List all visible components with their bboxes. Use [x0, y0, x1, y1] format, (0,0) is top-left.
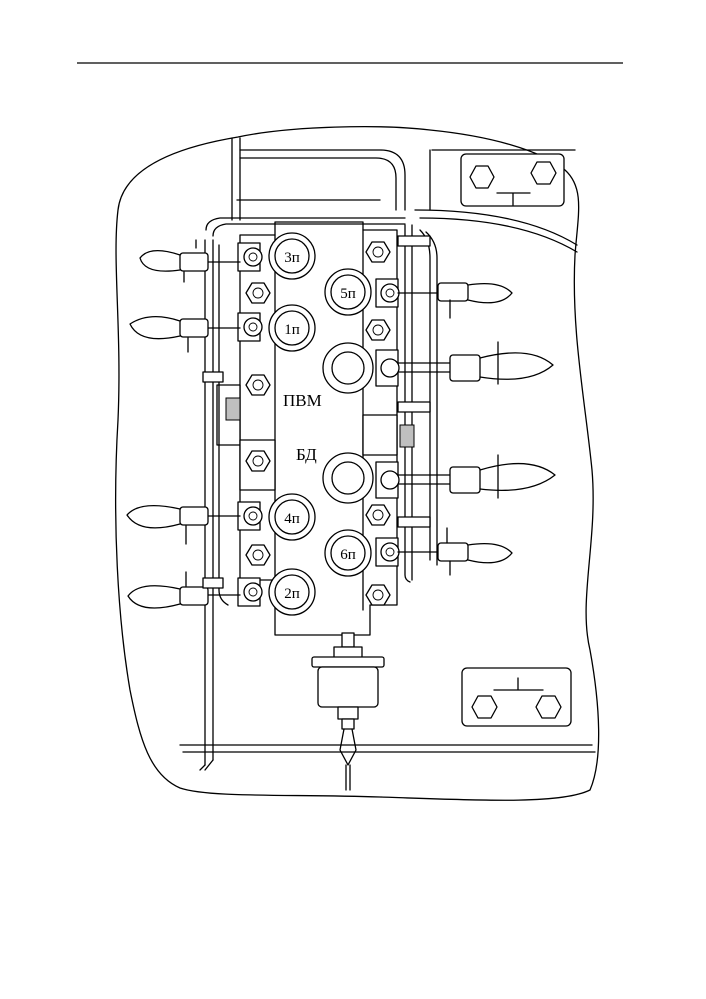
connector-3p: [139, 239, 263, 283]
connector-5p: [375, 278, 513, 319]
label-pvm: ПВМ: [283, 391, 322, 410]
valve-3p: 3п: [268, 232, 316, 280]
hex-bolt-icon: [365, 319, 391, 341]
hex-bolt-icon: [365, 504, 391, 526]
wire-clamps: [202, 235, 431, 589]
valve-2p: 2п: [268, 568, 316, 616]
connector-2p: [127, 571, 263, 609]
hex-bolt-icon: [245, 544, 271, 566]
valve-4p: 4п: [268, 493, 316, 541]
valve-6p: 6п: [324, 529, 372, 577]
connector-middle-lower: [375, 454, 556, 499]
valve-5p-label: 5п: [340, 286, 356, 302]
frame-lines: [179, 137, 596, 753]
connector-6p: [375, 527, 513, 576]
right-connectors: [375, 278, 556, 576]
valve-unlabeled-lower: [322, 452, 374, 504]
hex-bolt-icon: [245, 282, 271, 304]
valve-5p: 5п: [324, 268, 372, 316]
connector-4p: [126, 501, 263, 545]
mounting-plate-bottom: [461, 667, 572, 727]
valve-1p-label: 1п: [284, 322, 300, 338]
hex-bolt-icon: [245, 374, 271, 396]
block-bolts: [245, 241, 391, 606]
valve-6p-label: 6п: [340, 547, 356, 563]
label-bd: БД: [296, 445, 317, 464]
left-connectors: [126, 239, 263, 609]
valve-unlabeled-upper: [322, 342, 374, 394]
hex-bolt-icon: [245, 450, 271, 472]
connector-1p: [129, 312, 263, 353]
valve-4p-label: 4п: [284, 511, 300, 527]
connector-middle-upper: [375, 341, 554, 387]
mounting-plate-top: [460, 153, 565, 207]
panel-outline: [115, 126, 600, 801]
hex-bolt-icon: [365, 584, 391, 606]
valve-1p: 1п: [268, 304, 316, 352]
valve-3p-label: 3п: [284, 250, 300, 266]
bottom-sensor: [311, 632, 385, 791]
left-wires: [199, 217, 406, 771]
hex-bolt-icon: [365, 241, 391, 263]
valve-2p-label: 2п: [284, 586, 300, 602]
